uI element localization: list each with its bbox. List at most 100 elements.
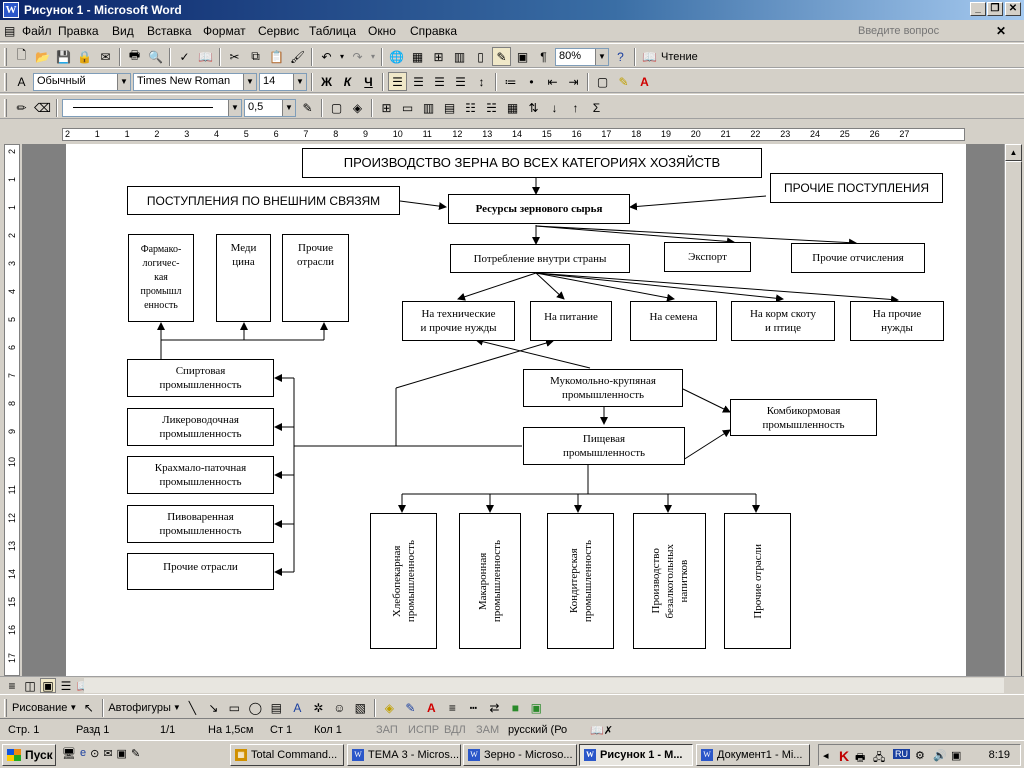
- status-extend[interactable]: ВДЛ: [444, 724, 466, 736]
- autosum-icon[interactable]: Σ: [592, 100, 601, 115]
- autoformat-icon[interactable]: ▦: [506, 100, 519, 115]
- box-other-income[interactable]: ПРОЧИЕ ПОСТУПЛЕНИЯ: [770, 173, 943, 203]
- print-preview-icon[interactable]: 🔍: [148, 49, 163, 64]
- new-document-icon[interactable]: 🗋: [16, 48, 27, 62]
- menu-file[interactable]: Файл: [22, 24, 52, 38]
- save-icon[interactable]: 💾: [56, 49, 71, 64]
- box-other-deductions[interactable]: Прочие отчисления: [791, 243, 925, 273]
- box-grain-resources[interactable]: Ресурсы зернового сырья: [448, 194, 630, 224]
- box-spirit-industry[interactable]: Спиртовая промышленность: [127, 359, 274, 397]
- task-total-commander[interactable]: ▦Total Command...: [230, 744, 344, 766]
- quicklaunch-ie-icon[interactable]: e: [79, 747, 87, 759]
- shading-color-icon[interactable]: ◈: [352, 100, 363, 115]
- tray-volume-icon[interactable]: 🔊: [933, 750, 947, 762]
- document-page[interactable]: ПРОИЗВОДСТВО ЗЕРНА ВО ВСЕХ КАТЕГОРИЯХ ХО…: [66, 144, 966, 676]
- web-view-icon[interactable]: ◫: [24, 678, 36, 693]
- cut-icon[interactable]: ✂: [229, 49, 240, 64]
- align-left-icon[interactable]: ☰: [388, 72, 407, 91]
- box-seeds[interactable]: На семена: [630, 301, 717, 341]
- menu-view[interactable]: Вид: [112, 24, 134, 38]
- drawing-icon[interactable]: ✎: [492, 47, 511, 66]
- print-icon[interactable]: 🖶: [128, 48, 141, 62]
- line-style-icon[interactable]: ≡: [448, 700, 456, 715]
- undo-dropdown-icon[interactable]: ▾: [339, 52, 344, 61]
- undo-icon[interactable]: ↶: [321, 49, 332, 64]
- box-grain-production[interactable]: ПРОИЗВОДСТВО ЗЕРНА ВО ВСЕХ КАТЕГОРИЯХ ХО…: [302, 148, 762, 178]
- picture-icon[interactable]: ▧: [354, 700, 367, 715]
- box-other-needs[interactable]: На прочие нужды: [850, 301, 944, 341]
- numbering-icon[interactable]: ≔: [504, 74, 517, 89]
- decrease-indent-icon[interactable]: ⇤: [547, 74, 558, 89]
- quicklaunch-outlook-icon[interactable]: ✉: [103, 748, 113, 760]
- box-pasta-industry[interactable]: Макаронная промышленность: [459, 513, 521, 649]
- doc-close-icon[interactable]: ✕: [996, 24, 1007, 38]
- draw-table-icon[interactable]: ✏: [16, 100, 27, 115]
- line-style-combo[interactable]: ▼: [62, 98, 242, 117]
- sort-asc-icon[interactable]: ↓: [551, 100, 558, 115]
- horizontal-scrollbar[interactable]: [84, 678, 1004, 693]
- tray-display-icon[interactable]: ▣: [951, 750, 962, 762]
- eraser-icon[interactable]: ⌫: [34, 100, 51, 115]
- borders-icon[interactable]: ▢: [596, 74, 609, 89]
- status-overtype[interactable]: ЗАМ: [476, 724, 500, 736]
- distribute-rows-icon[interactable]: ☷: [465, 100, 476, 115]
- columns-icon[interactable]: ▯: [477, 49, 484, 64]
- menu-help[interactable]: Справка: [410, 24, 458, 38]
- start-button[interactable]: Пуск: [2, 744, 56, 766]
- autoshapes-menu-button[interactable]: Автофигуры: [108, 701, 171, 714]
- align-cell-icon[interactable]: ▤: [443, 100, 456, 115]
- oval-tool-icon[interactable]: ◯: [248, 700, 263, 715]
- increase-indent-icon[interactable]: ⇥: [568, 74, 579, 89]
- tables-borders-icon[interactable]: ▦: [411, 49, 424, 64]
- language-indicator[interactable]: RU: [893, 749, 910, 759]
- help-icon[interactable]: ?: [617, 49, 624, 64]
- word-app-icon[interactable]: W: [3, 2, 19, 18]
- quicklaunch-notes-icon[interactable]: ✎: [130, 748, 141, 760]
- box-pharma[interactable]: Фармако- логичес- кая промышл енность: [128, 234, 194, 322]
- format-painter-icon[interactable]: 🖌: [289, 49, 306, 64]
- box-export[interactable]: Экспорт: [664, 242, 751, 272]
- split-cells-icon[interactable]: ▥: [422, 100, 435, 115]
- font-color-icon[interactable]: A: [640, 74, 649, 89]
- box-milling-industry[interactable]: Мукомольно-крупяная промышленность: [523, 369, 683, 407]
- menu-table[interactable]: Таблица: [309, 24, 357, 38]
- box-confectionery-industry[interactable]: Кондитерская промышленность: [547, 513, 614, 649]
- clock[interactable]: 8:19: [988, 749, 1010, 761]
- status-record[interactable]: ЗАП: [376, 724, 398, 736]
- box-other-sectors-left[interactable]: Прочие отрасли: [127, 553, 274, 590]
- merge-cells-icon[interactable]: ▭: [401, 100, 414, 115]
- clipart-icon[interactable]: ☺: [333, 700, 346, 715]
- box-fodder-industry[interactable]: Комбикормовая промышленность: [730, 399, 877, 436]
- read-icon[interactable]: 📖: [642, 49, 657, 64]
- show-marks-icon[interactable]: ¶: [540, 49, 547, 64]
- italic-button[interactable]: К: [343, 74, 352, 89]
- vertical-scrollbar[interactable]: ▲: [1004, 144, 1022, 681]
- quicklaunch-app-icon[interactable]: ▣: [116, 748, 127, 760]
- scroll-thumb[interactable]: [1005, 161, 1022, 681]
- open-folder-icon[interactable]: 📂: [35, 49, 50, 64]
- font-combo[interactable]: Times New Roman▼: [133, 72, 257, 91]
- box-food[interactable]: На питание: [530, 301, 612, 341]
- document-map-icon[interactable]: ▣: [516, 49, 529, 64]
- box-soft-drinks[interactable]: Производство безалкогольных напитков: [633, 513, 706, 649]
- tray-network-icon[interactable]: 🖧: [873, 752, 886, 764]
- draw-menu-button[interactable]: Рисование: [12, 701, 68, 714]
- select-objects-icon[interactable]: ↖: [83, 700, 94, 715]
- font-color-draw-icon[interactable]: A: [427, 700, 436, 715]
- line-color-icon[interactable]: ✎: [405, 700, 416, 715]
- sort-desc-icon[interactable]: ↑: [572, 100, 579, 115]
- 3d-style-icon[interactable]: ▣: [530, 700, 543, 715]
- fill-color-icon[interactable]: ◈: [384, 700, 394, 715]
- arrow-tool-icon[interactable]: ↘: [208, 700, 219, 715]
- justify-icon[interactable]: ☰: [455, 74, 466, 89]
- menu-window[interactable]: Окно: [368, 24, 396, 38]
- wordart-icon[interactable]: A: [293, 700, 302, 715]
- scroll-up-icon[interactable]: ▲: [1005, 144, 1022, 161]
- tray-tool-icon[interactable]: ⚙: [915, 750, 925, 762]
- paste-icon[interactable]: 📋: [269, 49, 284, 64]
- menu-insert[interactable]: Вставка: [147, 24, 192, 38]
- box-technical-needs[interactable]: На технические и прочие нужды: [402, 301, 515, 341]
